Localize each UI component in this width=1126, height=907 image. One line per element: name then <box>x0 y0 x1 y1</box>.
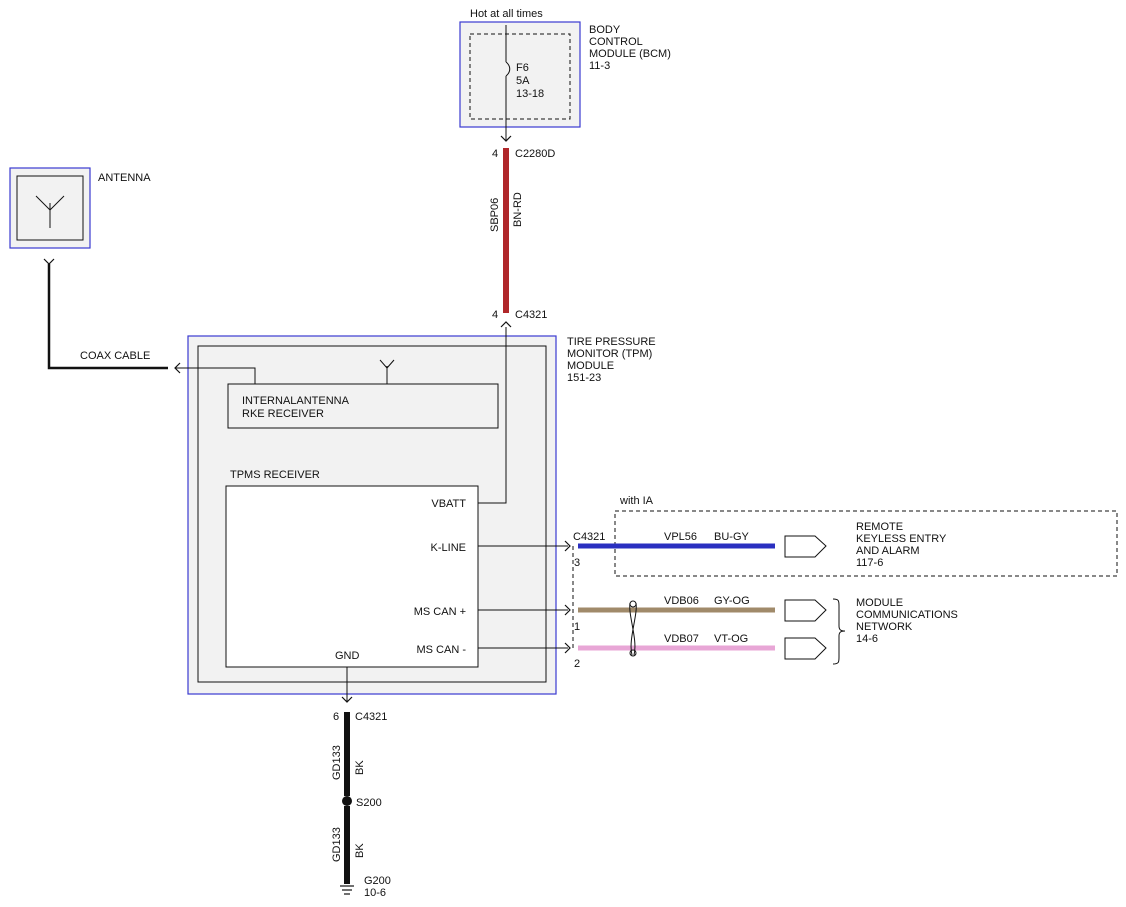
bcm-connector: C2280D <box>515 148 555 160</box>
can-plus-chevron <box>564 604 571 616</box>
internal-antenna-line1: INTERNALANTENNA <box>242 395 350 407</box>
splice-name: S200 <box>356 797 382 809</box>
tpm-name-line3: MODULE <box>567 360 614 372</box>
mcn-brace <box>832 598 846 665</box>
rke-name-line1: REMOTE <box>856 521 903 533</box>
fuse-ref: 13-18 <box>516 88 544 100</box>
bcm-box <box>459 21 581 128</box>
bcm-connector-chevron <box>500 135 512 142</box>
mcn-ref: 14-6 <box>856 633 878 645</box>
tpm-name-line2: MONITOR (TPM) <box>567 348 652 360</box>
twisted-pair-top <box>629 600 637 608</box>
bcm-module: Hot at all times F6 5A 13-18 BODY CONTRO… <box>459 8 671 160</box>
gnd-connector: C4321 <box>355 711 387 723</box>
tpm-output-connector: C4321 3 1 2 <box>564 531 605 670</box>
ground-lower-circuit: GD133 <box>331 827 343 862</box>
bcm-supply-label: Hot at all times <box>470 8 543 20</box>
power-wire: SBP06 BN-RD 4 C4321 <box>489 148 547 328</box>
pin-can-plus-label: MS CAN + <box>414 606 466 618</box>
fuse-symbol <box>505 61 511 77</box>
mcn-name-line1: MODULE <box>856 597 903 609</box>
tpm-power-chevron <box>500 321 512 328</box>
ground-name: G200 <box>364 875 391 887</box>
bcm-pin: 4 <box>492 148 498 160</box>
ground-upper-color-code: BK <box>354 760 366 775</box>
gnd-connector-chevron <box>341 696 353 703</box>
can-minus-wire-color-code: VT-OG <box>714 633 748 645</box>
power-wire-circuit: SBP06 <box>489 198 501 232</box>
can-plus-wire-color-code: GY-OG <box>714 595 750 607</box>
twisted-pair-strand-b <box>630 602 637 656</box>
kline-wire: VPL56 BU-GY REMOTE KEYLESS ENTRY AND ALA… <box>578 521 947 569</box>
twisted-pair-strand-a <box>629 602 636 656</box>
fuse-id: F6 <box>516 62 529 74</box>
fuse-rating: 5A <box>516 75 530 87</box>
vbatt-internal-line <box>478 327 507 504</box>
kline-wire-circuit: VPL56 <box>664 531 697 543</box>
tpm-name-line1: TIRE PRESSURE <box>567 336 656 348</box>
rke-ref: 117-6 <box>856 557 883 569</box>
mcn-name-line3: NETWORK <box>856 621 913 633</box>
gnd-pin: 6 <box>333 711 339 723</box>
tpm-power-connector: C4321 <box>515 309 547 321</box>
rke-name-line2: KEYLESS ENTRY <box>856 533 947 545</box>
pin-kline-label: K-LINE <box>431 542 466 554</box>
antenna-component: ANTENNA COAX CABLE <box>9 167 181 374</box>
pin-vbatt-label: VBATT <box>431 498 466 510</box>
can-minus-arrow-connector <box>784 637 827 660</box>
tpm-inner-box <box>197 345 547 683</box>
antenna-name: ANTENNA <box>98 172 151 184</box>
can-minus-pin: 2 <box>574 658 580 670</box>
ground-lower-color-code: BK <box>354 843 366 858</box>
coax-cable-line <box>47 264 168 370</box>
internal-antenna-arm-left <box>379 359 388 369</box>
tpm-module: TIRE PRESSURE MONITOR (TPM) MODULE 151-2… <box>175 327 656 702</box>
ground-ref: 10-6 <box>364 887 386 899</box>
power-wire-color-code: BN-RD <box>512 192 524 227</box>
mcn-name-line2: COMMUNICATIONS <box>856 609 958 621</box>
with-ia-label: with IA <box>619 495 654 507</box>
can-plus-arrow-connector <box>784 599 827 622</box>
can-wires: VDB06 GY-OG VDB07 VT-OG MODULE COMMUNICA… <box>578 595 958 665</box>
bcm-name-line3: MODULE (BCM) <box>589 48 671 60</box>
rke-name-line3: AND ALARM <box>856 545 920 557</box>
internal-antenna-line2: RKE RECEIVER <box>242 408 324 420</box>
rke-arrow-connector <box>784 535 827 558</box>
bcm-inner-dashed <box>469 33 571 120</box>
internal-antenna-arm-right <box>386 359 395 369</box>
can-plus-pin: 1 <box>574 621 580 633</box>
internal-coax-line <box>175 367 256 384</box>
tpm-ref: 151-23 <box>567 372 601 384</box>
pin-gnd-label: GND <box>335 650 360 662</box>
antenna-arm-left <box>35 195 51 211</box>
pin-can-minus-label: MS CAN - <box>417 644 467 656</box>
antenna-arm-right <box>49 195 65 211</box>
tpms-receiver-title: TPMS RECEIVER <box>230 469 320 481</box>
tpms-receiver-box <box>225 485 479 668</box>
bcm-name-line1: BODY <box>589 24 621 36</box>
splice-dot <box>342 796 352 806</box>
antenna-connector-chevron <box>43 258 55 265</box>
can-minus-chevron <box>564 642 571 654</box>
ground-upper-circuit: GD133 <box>331 745 343 780</box>
tpm-power-pin: 4 <box>492 309 498 321</box>
coax-cable-label: COAX CABLE <box>80 350 150 362</box>
antenna-inner-box <box>16 175 84 241</box>
kline-pin: 3 <box>574 557 580 569</box>
can-minus-wire-circuit: VDB07 <box>664 633 699 645</box>
kline-chevron <box>564 540 571 552</box>
can-plus-wire-circuit: VDB06 <box>664 595 699 607</box>
internal-antenna-box <box>227 383 499 429</box>
bcm-ref: 11-3 <box>589 60 610 72</box>
c4321-connector-label: C4321 <box>573 531 605 543</box>
twisted-pair-bottom <box>629 649 637 657</box>
kline-wire-color-code: BU-GY <box>714 531 750 543</box>
bcm-name-line2: CONTROL <box>589 36 643 48</box>
ground-path: 6 C4321 GD133 BK S200 GD133 BK G200 10-6 <box>331 696 391 899</box>
